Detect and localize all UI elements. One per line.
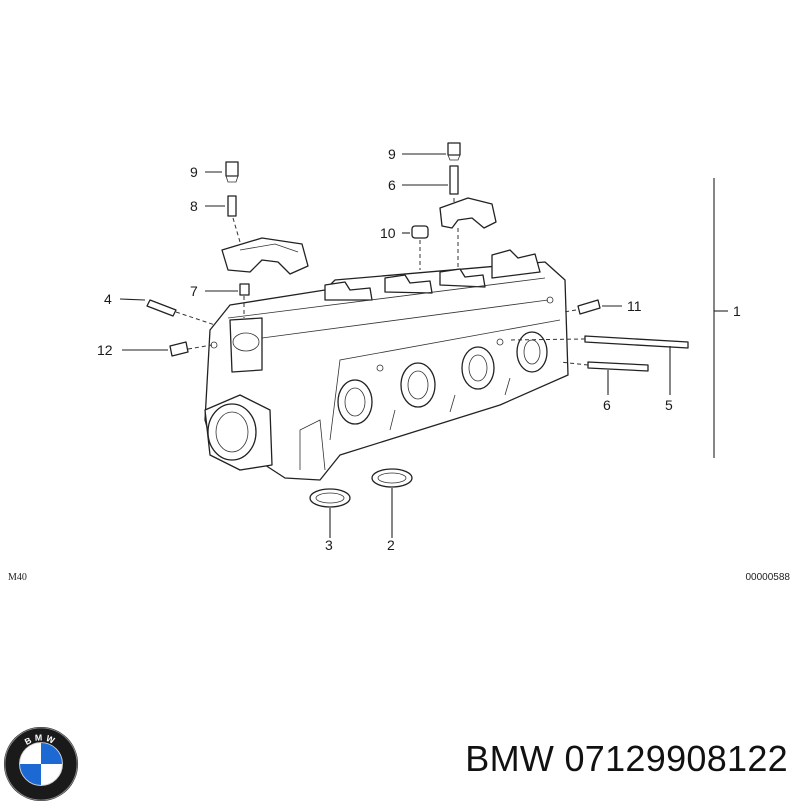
- logo-lettering: BMW: [23, 732, 59, 746]
- small-parts: [146, 225, 689, 508]
- callout-9-right: 9: [388, 146, 396, 162]
- bearing-cap-right: [439, 142, 497, 270]
- callout-2: 2: [387, 537, 395, 553]
- callout-7: 7: [190, 283, 198, 299]
- callout-5: 5: [665, 397, 673, 413]
- callout-labels: 9 8 4 7 12 9 6 10 11 1 6 5 3 2: [97, 146, 741, 553]
- bmw-roundel-icon: BMW: [3, 726, 79, 802]
- callout-6-bottom: 6: [603, 397, 611, 413]
- cylinder-head: [204, 249, 569, 481]
- callout-8: 8: [190, 198, 198, 214]
- callout-11: 11: [627, 298, 642, 314]
- model-code-label: M40: [8, 572, 27, 583]
- callout-3: 3: [325, 537, 333, 553]
- diagram-number-label: 00000588: [745, 572, 791, 583]
- part-title: BMW 07129908122: [465, 738, 788, 779]
- callout-10: 10: [380, 225, 396, 241]
- callout-12: 12: [97, 342, 113, 358]
- cam-bores: [337, 331, 548, 425]
- leader-lines: [119, 153, 728, 538]
- callout-1: 1: [733, 303, 741, 319]
- callout-4: 4: [104, 291, 112, 307]
- callout-9-left: 9: [190, 164, 198, 180]
- bearing-cap-left: [221, 161, 309, 275]
- exploded-parts-diagram: 9 8 4 7 12 9 6 10 11 1 6 5 3 2: [97, 142, 741, 553]
- callout-6-top: 6: [388, 177, 396, 193]
